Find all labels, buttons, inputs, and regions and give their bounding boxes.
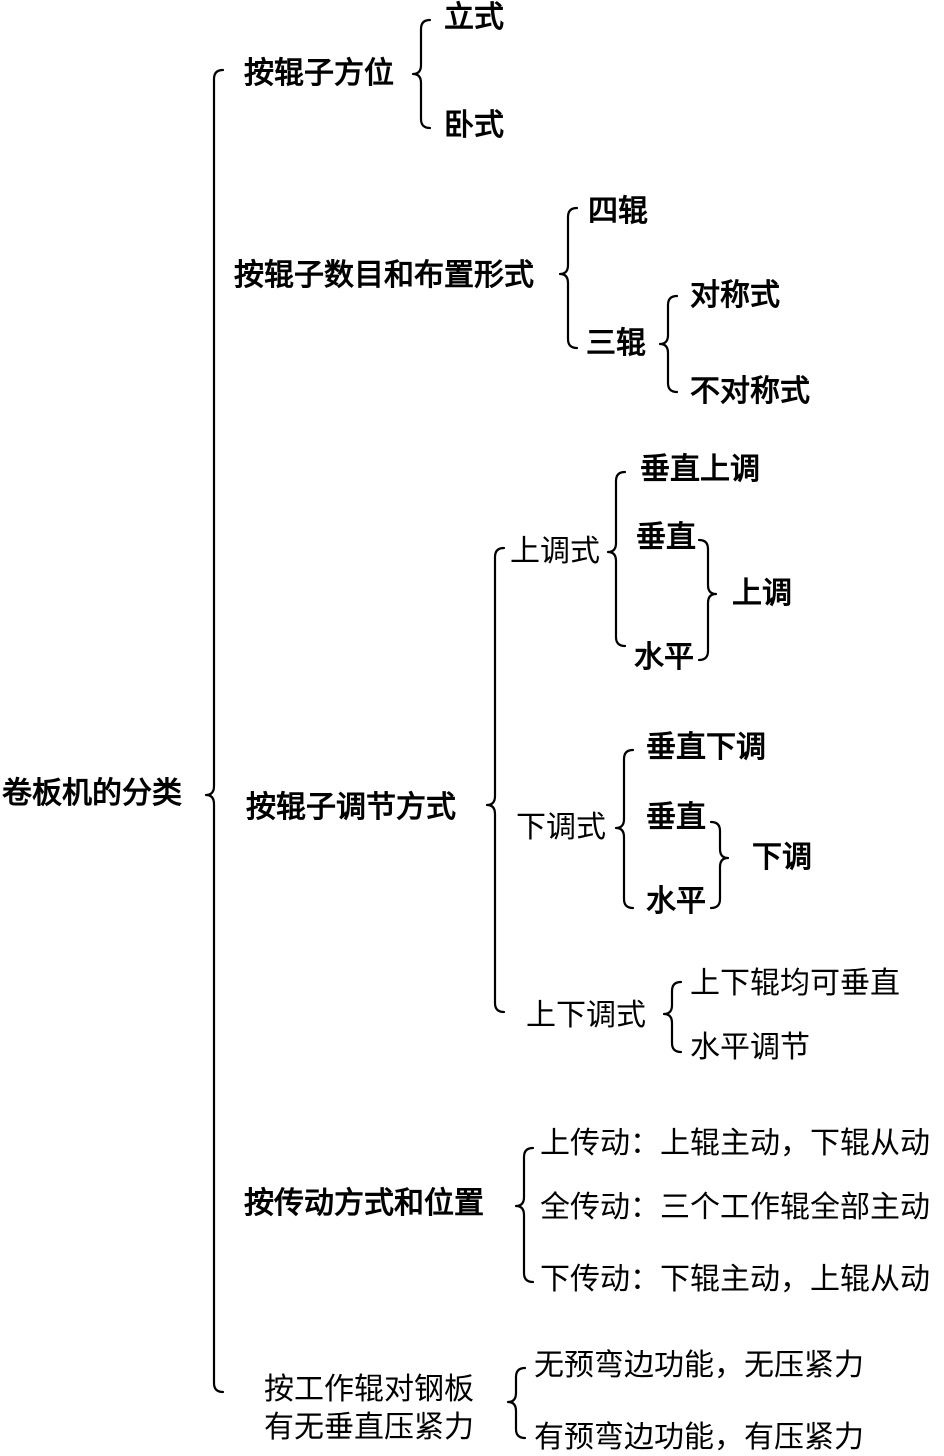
item-vertical-type: 立式 <box>444 0 504 35</box>
item-symmetric: 对称式 <box>690 278 780 313</box>
item-up-vertical: 垂直 <box>636 520 696 555</box>
item-down-adjust-type: 下调式 <box>516 810 606 845</box>
item-top-drive: 上传动：上辊主动，下辊从动 <box>540 1126 930 1161</box>
item-three-roller: 三辊 <box>586 326 646 361</box>
brace-up-down-adjust <box>662 980 683 1054</box>
category-roller-count-layout: 按辊子数目和布置形式 <box>234 258 534 293</box>
item-up-adjust-combined: 上调 <box>732 576 792 611</box>
item-asymmetric: 不对称式 <box>690 374 810 409</box>
item-no-prebend: 无预弯边功能，无压紧力 <box>534 1348 864 1383</box>
item-vertical-down-adjust: 垂直下调 <box>646 730 766 765</box>
item-down-horizontal: 水平 <box>646 884 706 919</box>
item-bottom-drive: 下传动：下辊主动，上辊从动 <box>540 1262 930 1297</box>
brace-down-combined <box>709 820 730 910</box>
item-up-horizontal: 水平 <box>634 640 694 675</box>
item-down-vertical: 垂直 <box>646 800 706 835</box>
item-four-roller: 四辊 <box>588 194 648 229</box>
item-both-rollers-vertical: 上下辊均可垂直 <box>690 966 900 1001</box>
item-vertical-up-adjust: 垂直上调 <box>640 452 760 487</box>
item-down-adjust-combined: 下调 <box>752 840 812 875</box>
brace-roller-position <box>411 18 432 130</box>
brace-up-adjust <box>606 470 627 648</box>
category-vertical-pressing-line1: 按工作辊对钢板 <box>264 1372 474 1407</box>
item-up-down-adjust-type: 上下调式 <box>526 998 646 1033</box>
item-up-adjust-type: 上调式 <box>510 534 600 569</box>
brace-roller-count <box>558 206 579 350</box>
item-horizontal-type: 卧式 <box>444 108 504 143</box>
category-roller-position: 按辊子方位 <box>244 56 394 91</box>
root-label: 卷板机的分类 <box>2 776 182 811</box>
brace-adjustment <box>485 546 506 1014</box>
brace-drive <box>514 1146 535 1284</box>
brace-down-adjust <box>614 748 635 910</box>
item-horizontal-adjust: 水平调节 <box>690 1030 810 1065</box>
brace-pressing <box>506 1366 527 1440</box>
item-with-prebend: 有预弯边功能，有压紧力 <box>534 1420 864 1455</box>
category-roller-adjustment: 按辊子调节方式 <box>246 790 456 825</box>
category-drive-method: 按传动方式和位置 <box>244 1186 484 1221</box>
category-vertical-pressing-line2: 有无垂直压紧力 <box>264 1410 474 1445</box>
brace-three-roller <box>658 294 679 394</box>
item-full-drive: 全传动：三个工作辊全部主动 <box>540 1190 930 1225</box>
brace-up-combined <box>697 538 718 662</box>
brace-root <box>204 68 225 1394</box>
